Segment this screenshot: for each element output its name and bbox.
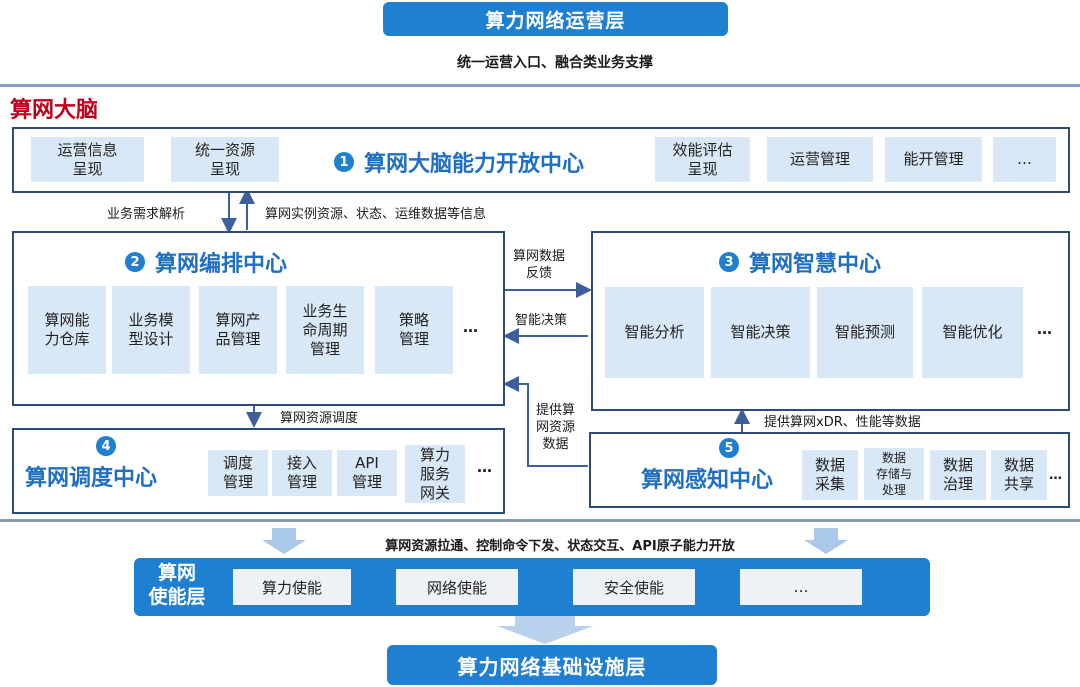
tile-smart-decision[interactable]: 智能决策: [711, 287, 810, 378]
number-5-badge: 5: [719, 438, 739, 458]
label-instance-info: 算网实例资源、状态、运维数据等信息: [265, 207, 487, 222]
tile-lifecycle[interactable]: 业务生 命周期 管理: [286, 286, 364, 374]
up-arrow-big: [804, 528, 848, 554]
scheduling-more: …: [477, 458, 492, 476]
tile-efficiency[interactable]: 效能评估 呈现: [655, 137, 750, 182]
number-2-badge: 2: [125, 252, 145, 272]
infrastructure-layer-banner: 算力网络基础设施层: [387, 645, 717, 685]
tile-capability-store[interactable]: 算网能 力仓库: [28, 286, 106, 374]
scheduling-title: 算网调度中心: [25, 466, 158, 491]
down-arrow-base: [497, 614, 593, 644]
tile-access-management[interactable]: 接入 管理: [272, 450, 332, 496]
tile-api-management[interactable]: API 管理: [337, 450, 397, 496]
wisdom-title-text: 算网智慧中心: [749, 252, 882, 277]
label-provide-data: 提供算 网资源 数据: [536, 403, 576, 452]
tile-capability-management[interactable]: 能开管理: [885, 137, 982, 182]
down-arrow-big: [262, 528, 306, 554]
label-data-feedback: 算网数据 反馈: [513, 249, 566, 281]
bottom-caption: 算网资源拉通、控制命令下发、状态交互、API原子能力开放: [385, 539, 735, 554]
tile-data-storage[interactable]: 数据 存储与 处理: [864, 448, 924, 500]
label-demand-parse: 业务需求解析: [107, 207, 186, 222]
tile-data-governance[interactable]: 数据 治理: [930, 450, 986, 500]
label-provide-xdr: 提供算网xDR、性能等数据: [764, 415, 921, 430]
tile-ops-management[interactable]: 运营管理: [767, 137, 873, 182]
tile-data-collect[interactable]: 数据 采集: [802, 450, 858, 500]
tile-smart-optimize[interactable]: 智能优化: [922, 287, 1023, 378]
number-1-badge: 1: [334, 152, 354, 172]
tile-smart-prediction[interactable]: 智能预测: [817, 287, 913, 378]
number-3-badge: 3: [719, 252, 739, 272]
enable-layer-title: 算网 使能层: [148, 562, 206, 608]
open-center-title: 1 算网大脑能力开放中心: [334, 146, 584, 178]
tile-security-enable[interactable]: 安全使能: [573, 569, 695, 605]
number-4-badge: 4: [96, 436, 116, 456]
orchestration-more: …: [463, 318, 478, 336]
orchestration-title: 2 算网编排中心: [125, 246, 287, 278]
tile-network-enable[interactable]: 网络使能: [396, 569, 518, 605]
wisdom-more: …: [1037, 320, 1052, 338]
tile-more-open[interactable]: …: [993, 137, 1056, 182]
open-center-title-text: 算网大脑能力开放中心: [364, 152, 585, 177]
tile-policy[interactable]: 策略 管理: [375, 286, 453, 374]
top-caption: 统一运营入口、融合类业务支撑: [457, 55, 653, 71]
orchestration-title-text: 算网编排中心: [155, 252, 288, 277]
tile-dispatch-management[interactable]: 调度 管理: [208, 450, 268, 496]
tile-smart-analysis[interactable]: 智能分析: [605, 287, 704, 378]
tile-compute-gateway[interactable]: 算力 服务 网关: [405, 445, 465, 503]
operation-layer-banner: 算力网络运营层: [383, 2, 728, 36]
label-resource-dispatch: 算网资源调度: [280, 411, 359, 426]
brain-frame: [0, 84, 1080, 522]
tile-ops-info[interactable]: 运营信息 呈现: [31, 137, 144, 182]
wisdom-title: 3 算网智慧中心: [719, 246, 881, 278]
tile-compute-enable[interactable]: 算力使能: [233, 569, 351, 605]
brain-title: 算网大脑: [10, 98, 99, 123]
label-smart-decision: 智能决策: [515, 313, 568, 328]
perception-more: …: [1049, 468, 1062, 483]
tile-unified-resource[interactable]: 统一资源 呈现: [171, 137, 279, 182]
tile-more-enable[interactable]: …: [740, 569, 862, 605]
tile-business-model[interactable]: 业务模 型设计: [112, 286, 190, 374]
perception-title: 算网感知中心: [641, 468, 774, 493]
tile-product-management[interactable]: 算网产 品管理: [199, 286, 277, 374]
tile-data-share[interactable]: 数据 共享: [991, 450, 1047, 500]
